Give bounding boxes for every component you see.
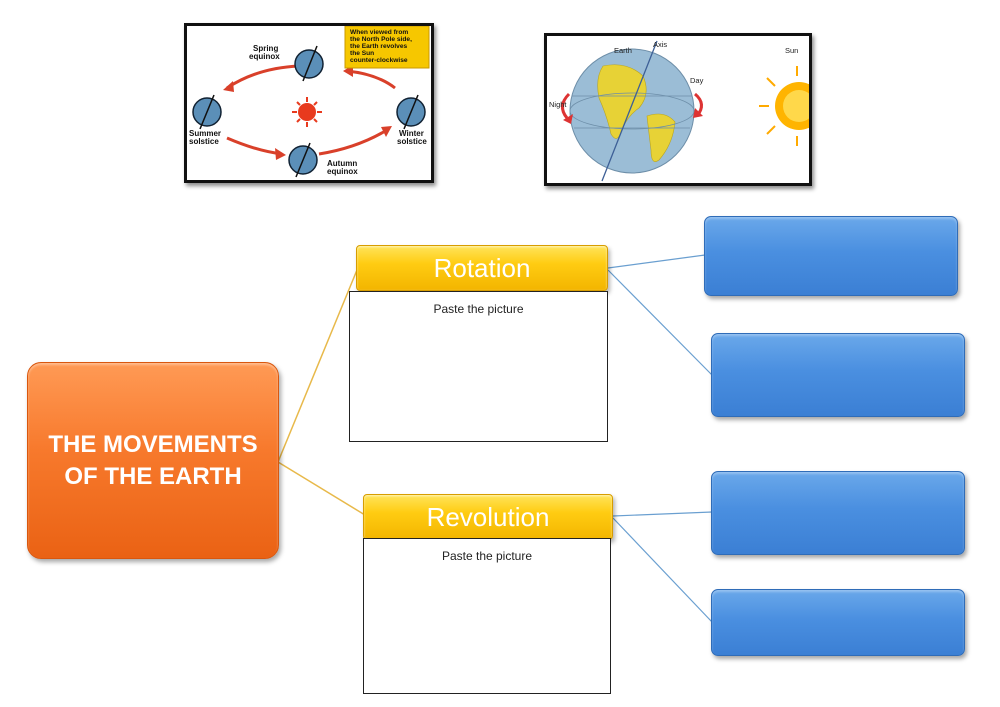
earth-spring-icon [294,45,324,82]
revolution-paste-area[interactable]: Paste the picture [363,538,611,694]
rotation-header: Rotation [356,245,608,291]
connector-main-to-revolution [277,461,366,516]
revolution-header-label: Revolution [426,501,550,532]
label-sun: Sun [785,46,798,55]
connector-revolution-to-box-2 [612,517,713,623]
revolution-paste-placeholder: Paste the picture [441,549,533,563]
rotation-header-label: Rotation [433,252,531,283]
main-topic-node: THE MOVEMENTS OF THE EARTH [27,362,279,559]
rotation-answer-box-1[interactable] [704,216,958,296]
revolution-answer-box-2[interactable] [711,589,965,656]
sun-icon [292,97,322,127]
revolution-header: Revolution [363,494,613,540]
main-topic-label: THE MOVEMENTS OF THE EARTH [48,430,258,490]
label-axis: Axis [653,40,667,49]
label-day: Day [690,76,704,85]
rotation-paste-area[interactable]: Paste the picture [349,291,608,442]
earth-summer-icon [192,94,222,130]
revolution-answer-box-1[interactable] [711,471,965,555]
rotation-picture: Earth Axis Sun Day Night [544,33,812,186]
label-earth: Earth [614,46,632,55]
earth-globe-icon [569,40,695,182]
connector-revolution-to-box-1 [612,511,713,517]
connector-rotation-to-box-2 [607,269,713,376]
connector-rotation-to-box-1 [607,254,706,269]
label-night: Night [549,100,567,109]
sun-icon [759,66,809,146]
rotation-paste-placeholder: Paste the picture [433,302,524,316]
label-revolution-note: When viewed from the North Pole side, th… [350,29,414,64]
earth-autumn-icon [288,142,318,178]
rotation-answer-box-2[interactable] [711,333,965,417]
earth-winter-icon [396,94,426,130]
connector-main-to-rotation [277,269,358,463]
